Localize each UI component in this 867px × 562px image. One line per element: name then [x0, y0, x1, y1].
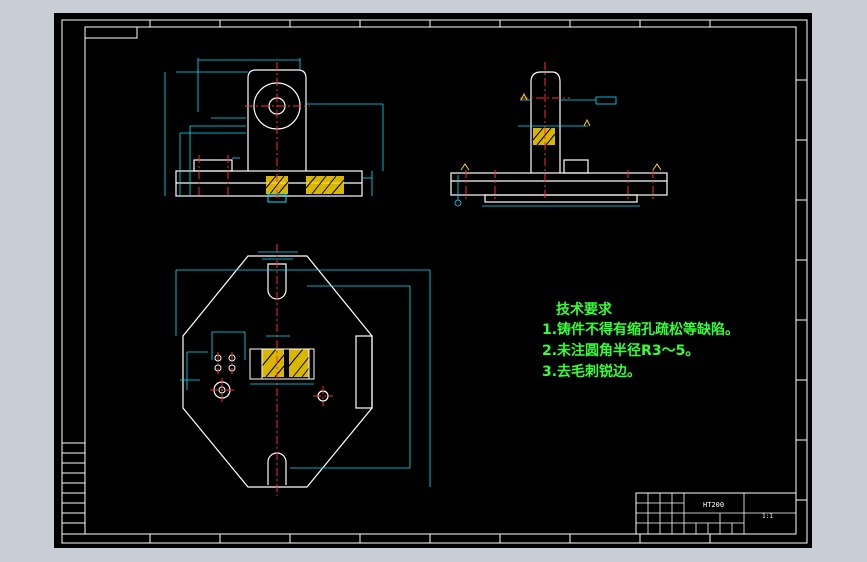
requirement-item-3: 3.去毛刺锐边。 — [542, 363, 641, 380]
outer-frame — [61, 19, 808, 544]
material-label: HT200 — [703, 501, 724, 509]
zone-ticks-bottom — [149, 534, 711, 543]
revision-stack — [61, 442, 86, 535]
drawing-sheet — [54, 13, 812, 548]
title-block: HT200 1:1 — [635, 492, 797, 535]
inner-frame — [84, 26, 797, 535]
base-plate-outline — [182, 255, 373, 488]
scale-label: 1:1 — [762, 513, 773, 520]
side-view — [450, 62, 668, 207]
zone-ticks-top — [149, 20, 711, 27]
drawing-code-box — [84, 26, 138, 39]
top-view — [175, 244, 431, 496]
technical-requirements: 技术要求 1.铸件不得有缩孔疏松等缺陷。 2.未注圆角半径R3～5。 3.去毛刺… — [542, 301, 739, 380]
requirements-title: 技术要求 — [556, 301, 613, 318]
requirement-item-2: 2.未注圆角半径R3～5。 — [542, 342, 699, 359]
zone-ticks-right — [796, 79, 807, 501]
front-view — [164, 58, 384, 203]
requirement-item-1: 1.铸件不得有缩孔疏松等缺陷。 — [542, 321, 739, 338]
